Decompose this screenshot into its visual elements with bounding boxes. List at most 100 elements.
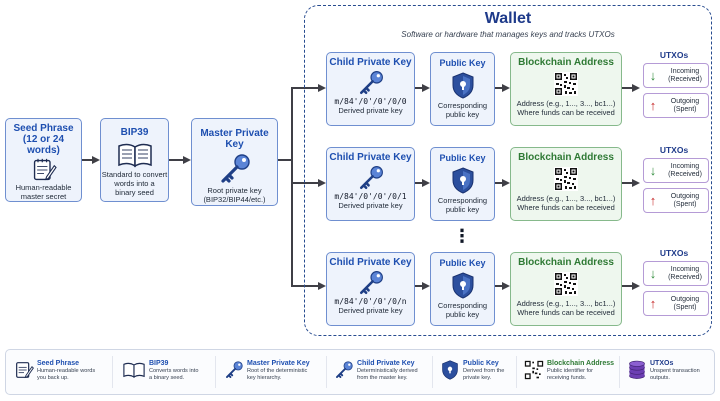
legend-item-bip39: BIP39 Converts words into a binary seed. bbox=[122, 360, 214, 381]
seed-phrase-desc-2: master secret bbox=[20, 192, 67, 201]
legend-divider bbox=[432, 356, 433, 388]
shield-icon bbox=[452, 167, 473, 194]
notepad-icon bbox=[33, 158, 57, 181]
blockchain-address-desc-1: Address (e.g., 1..., 3..., bc1...) bbox=[516, 99, 616, 108]
master-private-key-box: Master Private Key Root private key (BIP… bbox=[191, 118, 278, 206]
utxo-incoming-label: Incoming bbox=[670, 265, 700, 273]
public-key-desc-2: public key bbox=[445, 310, 480, 319]
shield-icon bbox=[452, 72, 473, 99]
utxo-title: UTXOs bbox=[659, 145, 689, 155]
blockchain-address-box: Blockchain Address Address (e.g., 1..., … bbox=[510, 147, 622, 221]
utxo-outgoing-label: Outgoing bbox=[670, 97, 700, 105]
seed-phrase-subtitle: (12 or 24 words) bbox=[22, 134, 65, 156]
public-key-desc-1: Corresponding bbox=[437, 101, 488, 110]
public-key-desc-1: Corresponding bbox=[437, 301, 488, 310]
legend-title: Public Key bbox=[463, 360, 499, 367]
legend-desc-1: Derived from the bbox=[463, 368, 505, 374]
legend-title: UTXOs bbox=[650, 360, 674, 367]
utxo-incoming: ↓ Incoming(Received) bbox=[643, 261, 709, 286]
legend-title: Blockchain Address bbox=[547, 360, 615, 367]
legend-divider bbox=[112, 356, 113, 388]
utxo-incoming-sublabel: (Received) bbox=[668, 75, 702, 83]
public-key-title: Public Key bbox=[439, 58, 486, 68]
child-private-key-desc: Derived private key bbox=[338, 201, 403, 210]
blockchain-address-desc-1: Address (e.g., 1..., 3..., bc1...) bbox=[516, 194, 616, 203]
qr-code-icon bbox=[524, 360, 544, 380]
legend-item-blockchain-address: Blockchain Address Public identifier for… bbox=[524, 360, 618, 381]
utxo-outgoing-sublabel: (Spent) bbox=[673, 200, 697, 208]
legend-divider bbox=[326, 356, 327, 388]
blockchain-address-box: Blockchain Address Address (e.g., 1..., … bbox=[510, 52, 622, 126]
public-key-box: Public Key Corresponding public key bbox=[430, 52, 495, 126]
arrow-up-icon: ↑ bbox=[649, 193, 657, 208]
child-private-key-box: Child Private Key m/84'/0'/0'/0/0 Derive… bbox=[326, 52, 415, 126]
qr-code-icon bbox=[554, 272, 578, 296]
bip39-box: BIP39 Standard to convert words into a b… bbox=[100, 118, 169, 202]
utxo-incoming-label: Incoming bbox=[670, 162, 700, 170]
qr-code-icon bbox=[554, 72, 578, 96]
blockchain-address-title: Blockchain Address bbox=[518, 152, 614, 163]
key-icon bbox=[359, 271, 383, 295]
book-icon bbox=[123, 362, 145, 378]
legend-desc-2: key hierarchy. bbox=[247, 374, 282, 381]
seed-phrase-box: Seed Phrase (12 or 24 words) Human-reada… bbox=[5, 118, 82, 202]
legend-desc-1: Unspent transaction bbox=[650, 368, 700, 374]
key-icon bbox=[359, 166, 383, 190]
blockchain-address-box: Blockchain Address Address (e.g., 1..., … bbox=[510, 252, 622, 326]
derivation-path: m/84'/0'/0'/0/0 bbox=[334, 97, 407, 106]
public-key-box: Public Key Corresponding public key bbox=[430, 147, 495, 221]
utxo-outgoing: ↑ Outgoing(Spent) bbox=[643, 188, 709, 213]
legend-item-public-key: Public Key Derived from the private key. bbox=[440, 360, 518, 381]
master-private-key-title: Master Private Key bbox=[200, 128, 269, 150]
more-rows-ellipsis: ⋮ bbox=[453, 226, 471, 246]
master-private-key-desc-1: Root private key bbox=[207, 186, 262, 195]
key-icon bbox=[359, 71, 383, 95]
blockchain-address-desc-2: Where funds can be received bbox=[517, 308, 615, 317]
legend-desc-2: receiving funds. bbox=[547, 374, 587, 381]
child-private-key-desc: Derived private key bbox=[338, 306, 403, 315]
coin-stack-icon bbox=[629, 360, 645, 379]
legend-desc-1: Deterministically derived bbox=[357, 368, 418, 374]
utxo-outgoing-label: Outgoing bbox=[670, 192, 700, 200]
legend-desc-2: private key. bbox=[463, 374, 492, 381]
book-icon bbox=[117, 143, 152, 168]
arrow-down-icon: ↓ bbox=[649, 68, 657, 83]
bip39-desc-3: binary seed bbox=[115, 188, 154, 197]
legend-desc-1: Human-readable words bbox=[37, 368, 96, 374]
arrow-up-icon: ↑ bbox=[649, 296, 657, 311]
public-key-desc-1: Corresponding bbox=[437, 196, 488, 205]
legend-item-child-private-key: Child Private Key Deterministically deri… bbox=[334, 360, 432, 381]
child-private-key-desc: Derived private key bbox=[338, 106, 403, 115]
child-private-key-title: Child Private Key bbox=[329, 152, 412, 163]
blockchain-address-title: Blockchain Address bbox=[518, 57, 614, 68]
legend-desc-1: Converts words into bbox=[149, 368, 199, 374]
utxo-outgoing-sublabel: (Spent) bbox=[673, 303, 697, 311]
legend-desc-2: a binary seed. bbox=[149, 374, 185, 381]
legend-divider bbox=[619, 356, 620, 388]
public-key-title: Public Key bbox=[439, 153, 486, 163]
master-private-key-desc-2: (BIP32/BIP44/etc.) bbox=[203, 195, 266, 204]
child-private-key-title: Child Private Key bbox=[329, 257, 412, 268]
public-key-desc-2: public key bbox=[445, 205, 480, 214]
bip39-desc-2: words into a bbox=[114, 179, 155, 188]
child-private-key-box: Child Private Key m/84'/0'/0'/0/1 Derive… bbox=[326, 147, 415, 221]
legend-desc-2: from the master key. bbox=[357, 374, 408, 381]
blockchain-address-desc-1: Address (e.g., 1..., 3..., bc1...) bbox=[516, 299, 616, 308]
notepad-icon bbox=[16, 362, 34, 379]
public-key-title: Public Key bbox=[439, 258, 486, 268]
utxo-outgoing: ↑ Outgoing(Spent) bbox=[643, 291, 709, 316]
wallet-container bbox=[304, 5, 712, 336]
derivation-path: m/84'/0'/0'/0/n bbox=[334, 297, 407, 306]
legend-desc-1: Public identifier for bbox=[547, 368, 594, 374]
utxo-incoming: ↓ Incoming(Received) bbox=[643, 63, 709, 88]
legend-item-master-private-key: Master Private Key Root of the determini… bbox=[224, 360, 324, 381]
utxo-incoming-sublabel: (Received) bbox=[668, 170, 702, 178]
legend-title: Master Private Key bbox=[247, 360, 310, 367]
utxo-incoming-label: Incoming bbox=[670, 67, 700, 75]
blockchain-address-title: Blockchain Address bbox=[518, 257, 614, 268]
utxo-outgoing: ↑ Outgoing(Spent) bbox=[643, 93, 709, 118]
child-private-key-box: Child Private Key m/84'/0'/0'/0/n Derive… bbox=[326, 252, 415, 326]
shield-icon bbox=[452, 272, 473, 299]
wallet-title: Wallet bbox=[484, 10, 532, 27]
